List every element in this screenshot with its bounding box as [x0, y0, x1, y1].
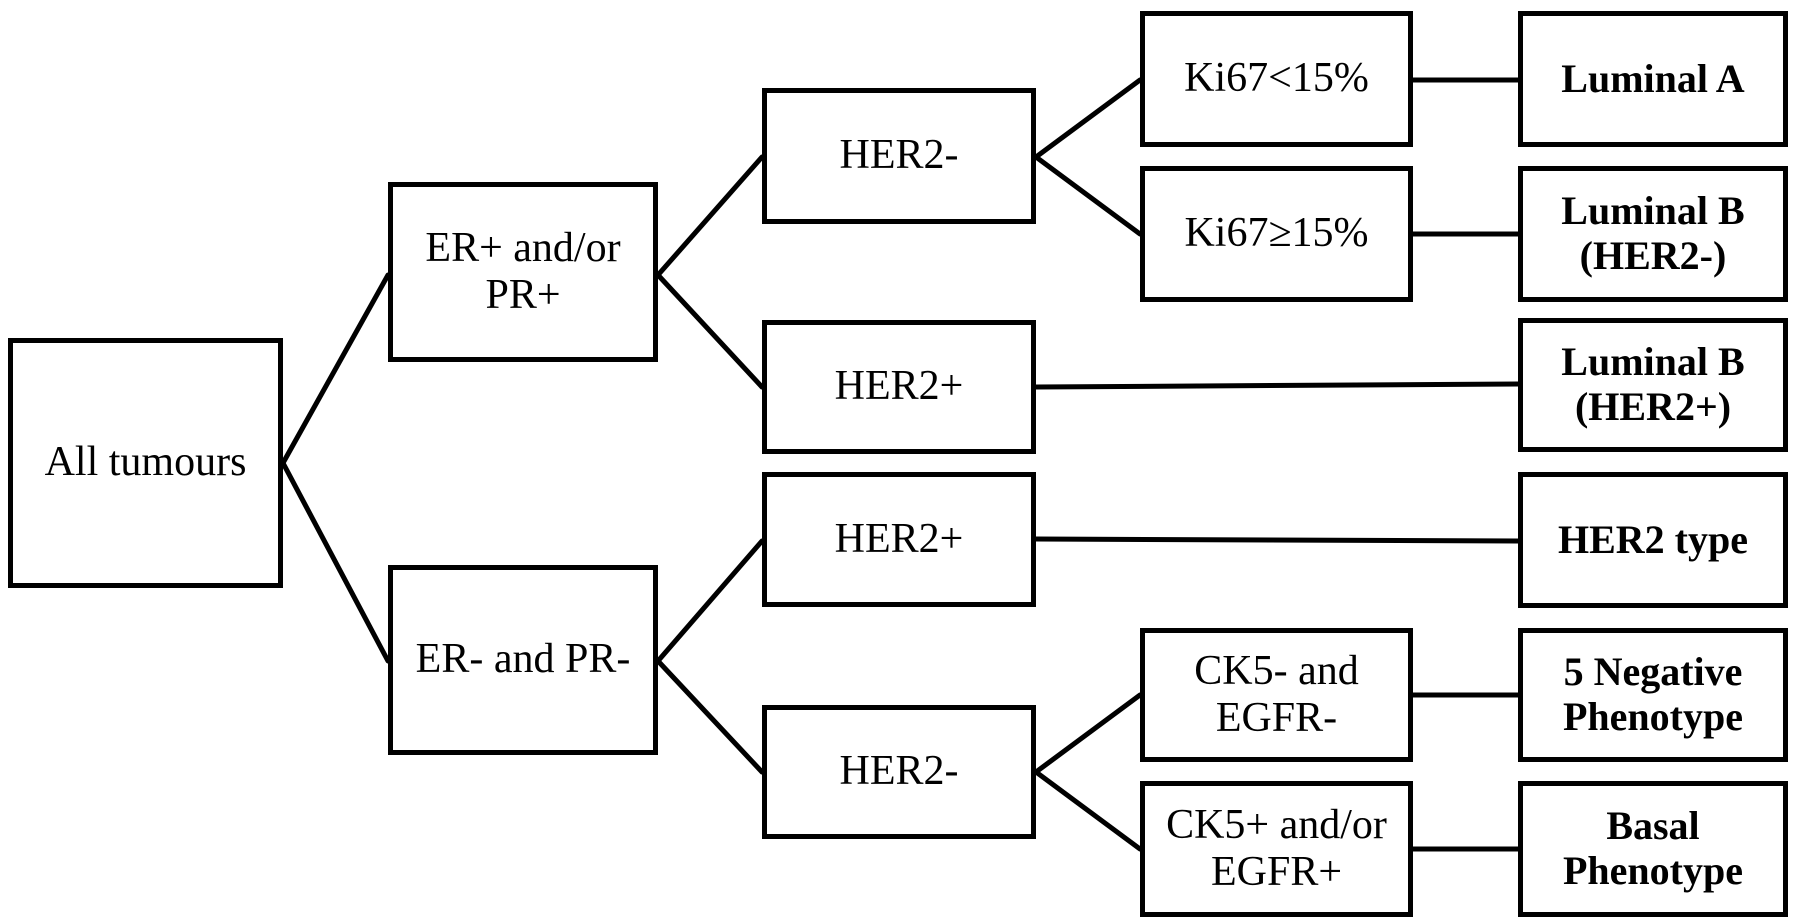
node-er-negative-label: ER- and PR- — [415, 636, 631, 683]
node-ki67-high: Ki67≥15% — [1140, 166, 1413, 302]
node-er-positive-label: ER+ and/or PR+ — [425, 224, 621, 318]
connector-her2-neg-b-to-ck5-neg — [1033, 692, 1143, 775]
connector-all-to-er-neg — [280, 460, 391, 664]
connector-er-pos-to-her2-neg — [655, 154, 765, 278]
result-her2-type: HER2 type — [1518, 472, 1788, 608]
node-ck5-positive-label: CK5+ and/or EGFR+ — [1166, 801, 1387, 895]
result-luminal-b-her2-positive-label: Luminal B (HER2+) — [1561, 339, 1745, 429]
node-ki67-high-label: Ki67≥15% — [1184, 210, 1369, 257]
node-ck5-negative: CK5- and EGFR- — [1140, 628, 1413, 762]
result-five-negative-phenotype-label: 5 Negative Phenotype — [1563, 649, 1743, 739]
node-ck5-negative-label: CK5- and EGFR- — [1194, 647, 1359, 741]
node-her2-negative-upper-label: HER2- — [839, 132, 959, 179]
result-five-negative-phenotype: 5 Negative Phenotype — [1518, 628, 1788, 762]
node-her2-positive-upper-label: HER2+ — [834, 363, 964, 410]
connector-her2-neg-to-ki67-low — [1033, 77, 1143, 160]
node-her2-negative-upper: HER2- — [762, 88, 1036, 224]
result-luminal-b-her2-negative: Luminal B (HER2-) — [1518, 166, 1788, 302]
result-basal-phenotype-label: Basal Phenotype — [1563, 803, 1743, 893]
result-luminal-a-label: Luminal A — [1561, 55, 1745, 101]
result-luminal-a: Luminal A — [1518, 11, 1788, 147]
connector-er-pos-to-her2-pos — [655, 272, 765, 390]
connector-her2-neg-to-ki67-high — [1033, 154, 1143, 237]
node-ki67-low: Ki67<15% — [1140, 11, 1413, 147]
node-her2-positive-lower-label: HER2+ — [834, 515, 964, 562]
connector-her2-pos-to-luminal-b — [1033, 381, 1521, 390]
result-her2-type-label: HER2 type — [1558, 516, 1748, 562]
node-her2-positive-upper: HER2+ — [762, 320, 1036, 454]
connector-her2-neg-b-to-ck5-pos — [1033, 769, 1143, 852]
node-all-tumours: All tumours — [8, 338, 283, 588]
result-luminal-b-her2-positive: Luminal B (HER2+) — [1518, 318, 1788, 452]
node-her2-positive-lower: HER2+ — [762, 472, 1036, 607]
connector-all-to-er-pos — [280, 272, 391, 466]
node-her2-negative-lower-label: HER2- — [839, 748, 959, 795]
connector-er-neg-to-her2-pos — [655, 538, 765, 664]
node-ki67-low-label: Ki67<15% — [1184, 55, 1369, 102]
node-er-negative: ER- and PR- — [388, 565, 658, 755]
connector-er-neg-to-her2-neg — [655, 658, 765, 775]
node-her2-negative-lower: HER2- — [762, 705, 1036, 839]
connector-her2-pos-to-her2-type — [1033, 536, 1521, 544]
result-basal-phenotype: Basal Phenotype — [1518, 781, 1788, 917]
node-er-positive: ER+ and/or PR+ — [388, 182, 658, 362]
node-ck5-positive: CK5+ and/or EGFR+ — [1140, 781, 1413, 917]
result-luminal-b-her2-negative-label: Luminal B (HER2-) — [1561, 188, 1745, 278]
node-all-tumours-label: All tumours — [44, 439, 247, 486]
